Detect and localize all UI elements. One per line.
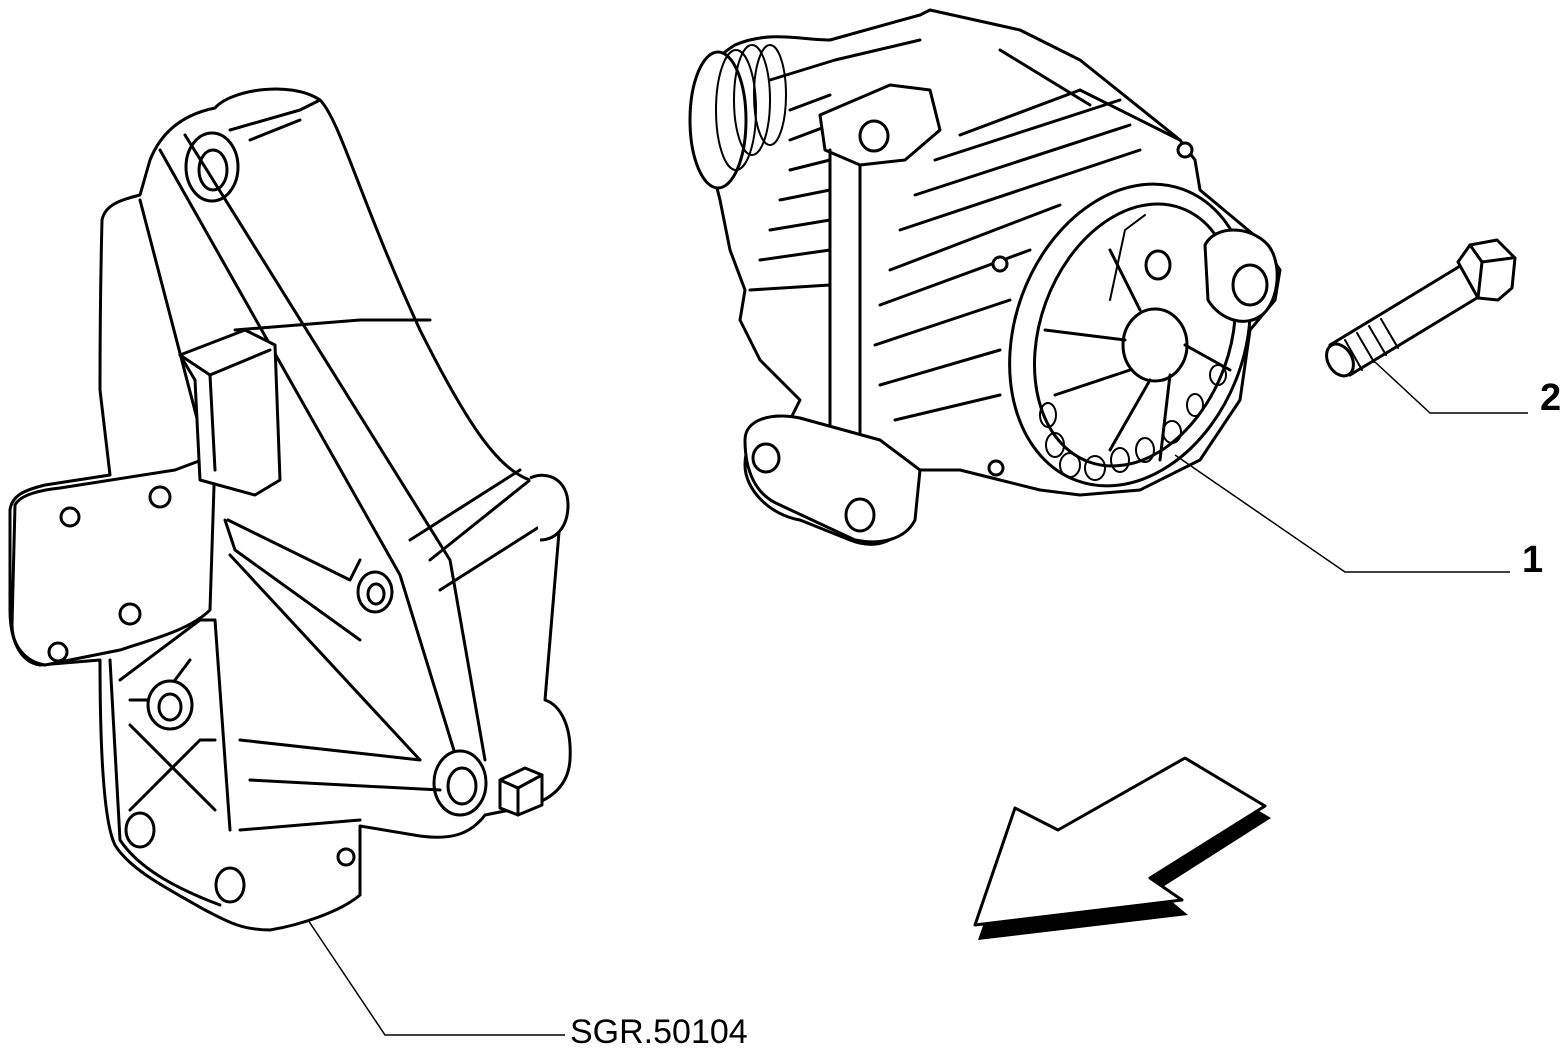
- alternator-ear-bottom: [743, 414, 922, 544]
- callout-2: 2: [1540, 377, 1561, 419]
- direction-arrow: [973, 756, 1271, 940]
- leader-line-2: [1374, 361, 1528, 414]
- bolt[interactable]: [1321, 238, 1517, 381]
- bracket-boss-hole: [197, 148, 229, 192]
- leader-line-1: [1174, 454, 1510, 573]
- bracket-hole: [118, 602, 142, 626]
- bracket-hole: [47, 641, 69, 663]
- callout-1: 1: [1522, 539, 1543, 581]
- alternator-pulley: [688, 50, 748, 190]
- bracket-hole: [59, 506, 81, 528]
- reference-code: SGR.50104: [570, 1013, 748, 1049]
- bracket-hole: [148, 485, 172, 509]
- alternator[interactable]: [688, 8, 1291, 546]
- leader-line-ref: [307, 919, 565, 1036]
- mounting-bracket[interactable]: [8, 87, 572, 932]
- bolt-head: [1456, 238, 1517, 302]
- bolt-tip: [1325, 342, 1355, 378]
- alternator-hub: [1121, 307, 1189, 383]
